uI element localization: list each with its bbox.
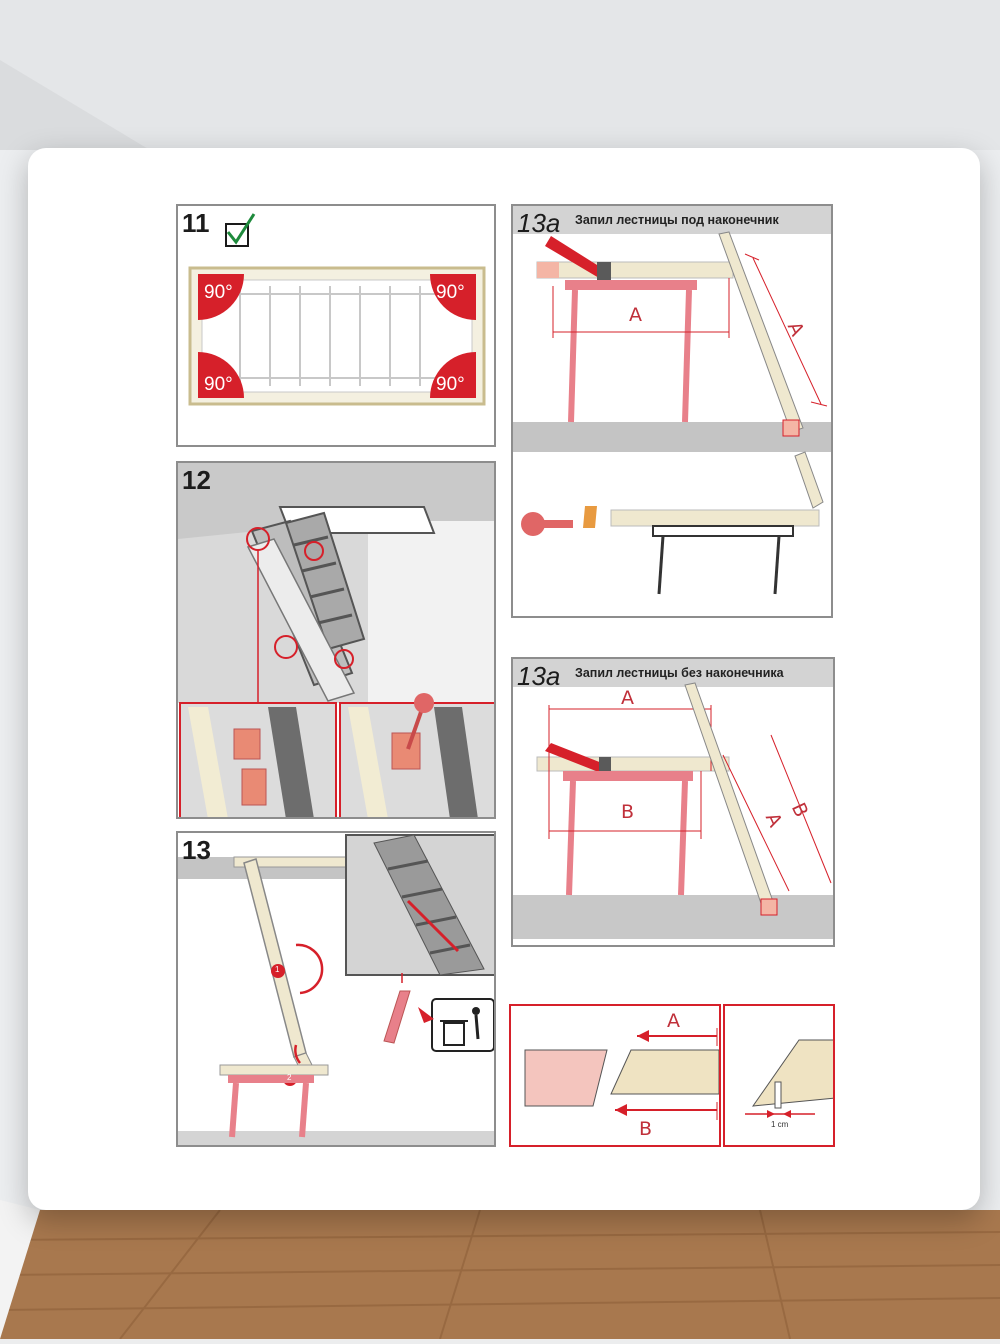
- ladder-installation-diagram: [178, 463, 494, 817]
- step-marker-1: 1: [275, 965, 280, 974]
- step-number: 13a: [517, 208, 561, 238]
- angle-label: 90°: [204, 282, 233, 303]
- angle-label: 90°: [204, 374, 233, 395]
- bracket-icon: [233, 728, 261, 760]
- panel-13a-with-tip: 13a Запил лестницы под наконечник A A: [511, 204, 833, 618]
- trash-bin-icon: [431, 998, 494, 1052]
- angle-label: 90°: [436, 374, 465, 395]
- checkmark-icon: [225, 213, 256, 247]
- drill-icon: [406, 693, 434, 750]
- panel-title: Запил лестницы без наконечника: [575, 666, 784, 680]
- dimension-a: A: [621, 687, 634, 709]
- gap-detail: [745, 1039, 833, 1118]
- dimension-b: B: [621, 801, 635, 823]
- detail-dimension-b: B: [639, 1118, 653, 1140]
- step-number: 12: [182, 465, 211, 495]
- panel-13a-without-tip: 13a Запил лестницы без наконечника A B A…: [511, 657, 835, 947]
- saw-icon: [545, 236, 611, 280]
- panel-title: Запил лестницы под наконечник: [575, 213, 779, 227]
- unfold-ladder-diagram: [178, 834, 494, 1145]
- cut-detail-right: 1 cm: [723, 1004, 835, 1147]
- cut-angle-detail: [524, 1028, 719, 1120]
- step-marker-2: 2: [287, 1073, 292, 1082]
- saw-icon: [545, 743, 611, 775]
- panel-11: 11 90° 90° 90° 90°: [176, 204, 496, 447]
- angle-label: 90°: [436, 282, 465, 303]
- step-number: 11: [182, 208, 210, 238]
- cut-without-tip-diagram: [513, 682, 833, 939]
- panel-13: 13 1 2: [176, 831, 496, 1147]
- panel-12: 12: [176, 461, 496, 819]
- instruction-card: [28, 148, 980, 1210]
- step-number: 13: [182, 835, 211, 865]
- step-number: 13a: [517, 661, 561, 691]
- panel-header: [513, 659, 833, 687]
- hatch-frame-diagram: [188, 213, 486, 406]
- panel-header: [513, 206, 831, 234]
- gap-label: 1 cm: [771, 1120, 789, 1129]
- dimension-a: A: [629, 304, 642, 326]
- drill-icon: [521, 512, 573, 536]
- cut-with-tip-diagram: [513, 231, 831, 595]
- cut-detail-left: A B: [509, 1004, 721, 1147]
- detail-dimension-a: A: [667, 1010, 680, 1032]
